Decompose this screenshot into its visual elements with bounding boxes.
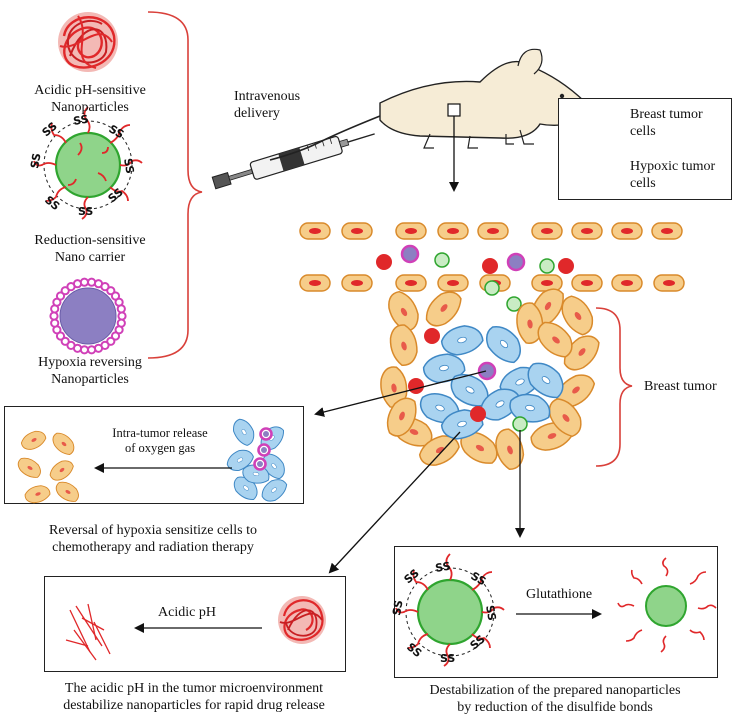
- endothelial-cell: [341, 222, 373, 240]
- breast-tumor-cell: [389, 324, 418, 366]
- svg-text:SS: SS: [72, 112, 89, 127]
- hypoxic-tumor-cell: [422, 353, 466, 384]
- hypoxic-tumor-cell: [485, 326, 522, 364]
- np2-label: Reduction-sensitive Nano carrier: [34, 233, 146, 265]
- hypoxic-tumor-cell: [440, 325, 484, 356]
- endothelial-cell: [651, 222, 683, 240]
- delivery-label: Intravenous delivery: [234, 89, 301, 121]
- breast-tumor-cell: [495, 428, 525, 471]
- endothelial-cell: [571, 274, 603, 292]
- acidic-caption: The acidic pH in the tumor microenvironm…: [63, 681, 325, 713]
- breast-tumor-label: Breast tumor: [644, 379, 717, 394]
- endothelial-cell: [299, 274, 331, 292]
- left-bracket: [147, 11, 203, 359]
- np3-label: Hypoxia reversing Nanoparticles: [38, 355, 142, 387]
- svg-text:SS: SS: [42, 193, 62, 213]
- endothelial-cell: [437, 274, 469, 292]
- breast-tumor-cell: [537, 321, 573, 358]
- hypoxic-tumor-cell: [527, 362, 564, 399]
- reduction-caption: Destabilization of the prepared nanopart…: [429, 683, 681, 715]
- tumor-bracket: [595, 307, 633, 467]
- endothelial-cell: [653, 274, 685, 292]
- endothelial-cell: [531, 274, 563, 292]
- endothelial-cell: [299, 222, 331, 240]
- endothelial-cell: [611, 274, 643, 292]
- hypoxia-caption: Reversal of hypoxia sensitize cells to c…: [49, 523, 257, 555]
- breast-tumor-cell: [425, 291, 462, 327]
- endothelial-cell: [395, 222, 427, 240]
- endothelial-cell: [611, 222, 643, 240]
- np1-label: Acidic pH-sensitive Nanoparticles: [34, 83, 146, 115]
- endothelial-cell: [437, 222, 469, 240]
- mouse-icon: [269, 48, 601, 161]
- breast-tumor-cell: [460, 431, 498, 464]
- svg-text:SS: SS: [40, 119, 60, 139]
- hypoxic-tumor-cell: [509, 393, 551, 423]
- breast-tumor-cell: [380, 366, 408, 408]
- acidic-np-icon: [58, 12, 118, 72]
- endothelial-cell: [477, 222, 509, 240]
- hypoxia-inner-label: Intra-tumor release of oxygen gas: [112, 426, 208, 455]
- legend-hypoxic-cells-label: Hypoxic tumor cells: [630, 159, 716, 191]
- endothelial-cell: [571, 222, 603, 240]
- reduction-carrier-icon: SS SS SS SS SS SS SS SS: [28, 106, 143, 220]
- legend-box: [558, 98, 732, 200]
- glutathione-label: Glutathione: [526, 587, 593, 602]
- circulating-nanoparticles: [376, 244, 574, 312]
- legend-breast-cells-label: Breast tumor cells: [630, 107, 703, 139]
- acidic-arrow-label: Acidic pH: [158, 605, 216, 620]
- svg-text:SS: SS: [121, 157, 136, 174]
- endothelial-cell: [341, 274, 373, 292]
- svg-text:SS: SS: [28, 152, 43, 169]
- reduction-box: [394, 546, 718, 678]
- vessel-top: [299, 222, 683, 240]
- acidic-box: [44, 576, 346, 672]
- endothelial-cell: [531, 222, 563, 240]
- syringe-icon: [211, 133, 375, 190]
- hypoxia-np-icon: [49, 277, 127, 355]
- svg-text:SS: SS: [78, 205, 93, 218]
- breast-tumor-cell: [386, 397, 417, 437]
- breast-tumor-cell: [516, 302, 544, 344]
- tumor-nanoparticles: [408, 328, 528, 432]
- breast-tumor-cell: [563, 335, 600, 371]
- breast-tumor-cell: [561, 295, 594, 336]
- endothelial-cell: [395, 274, 427, 292]
